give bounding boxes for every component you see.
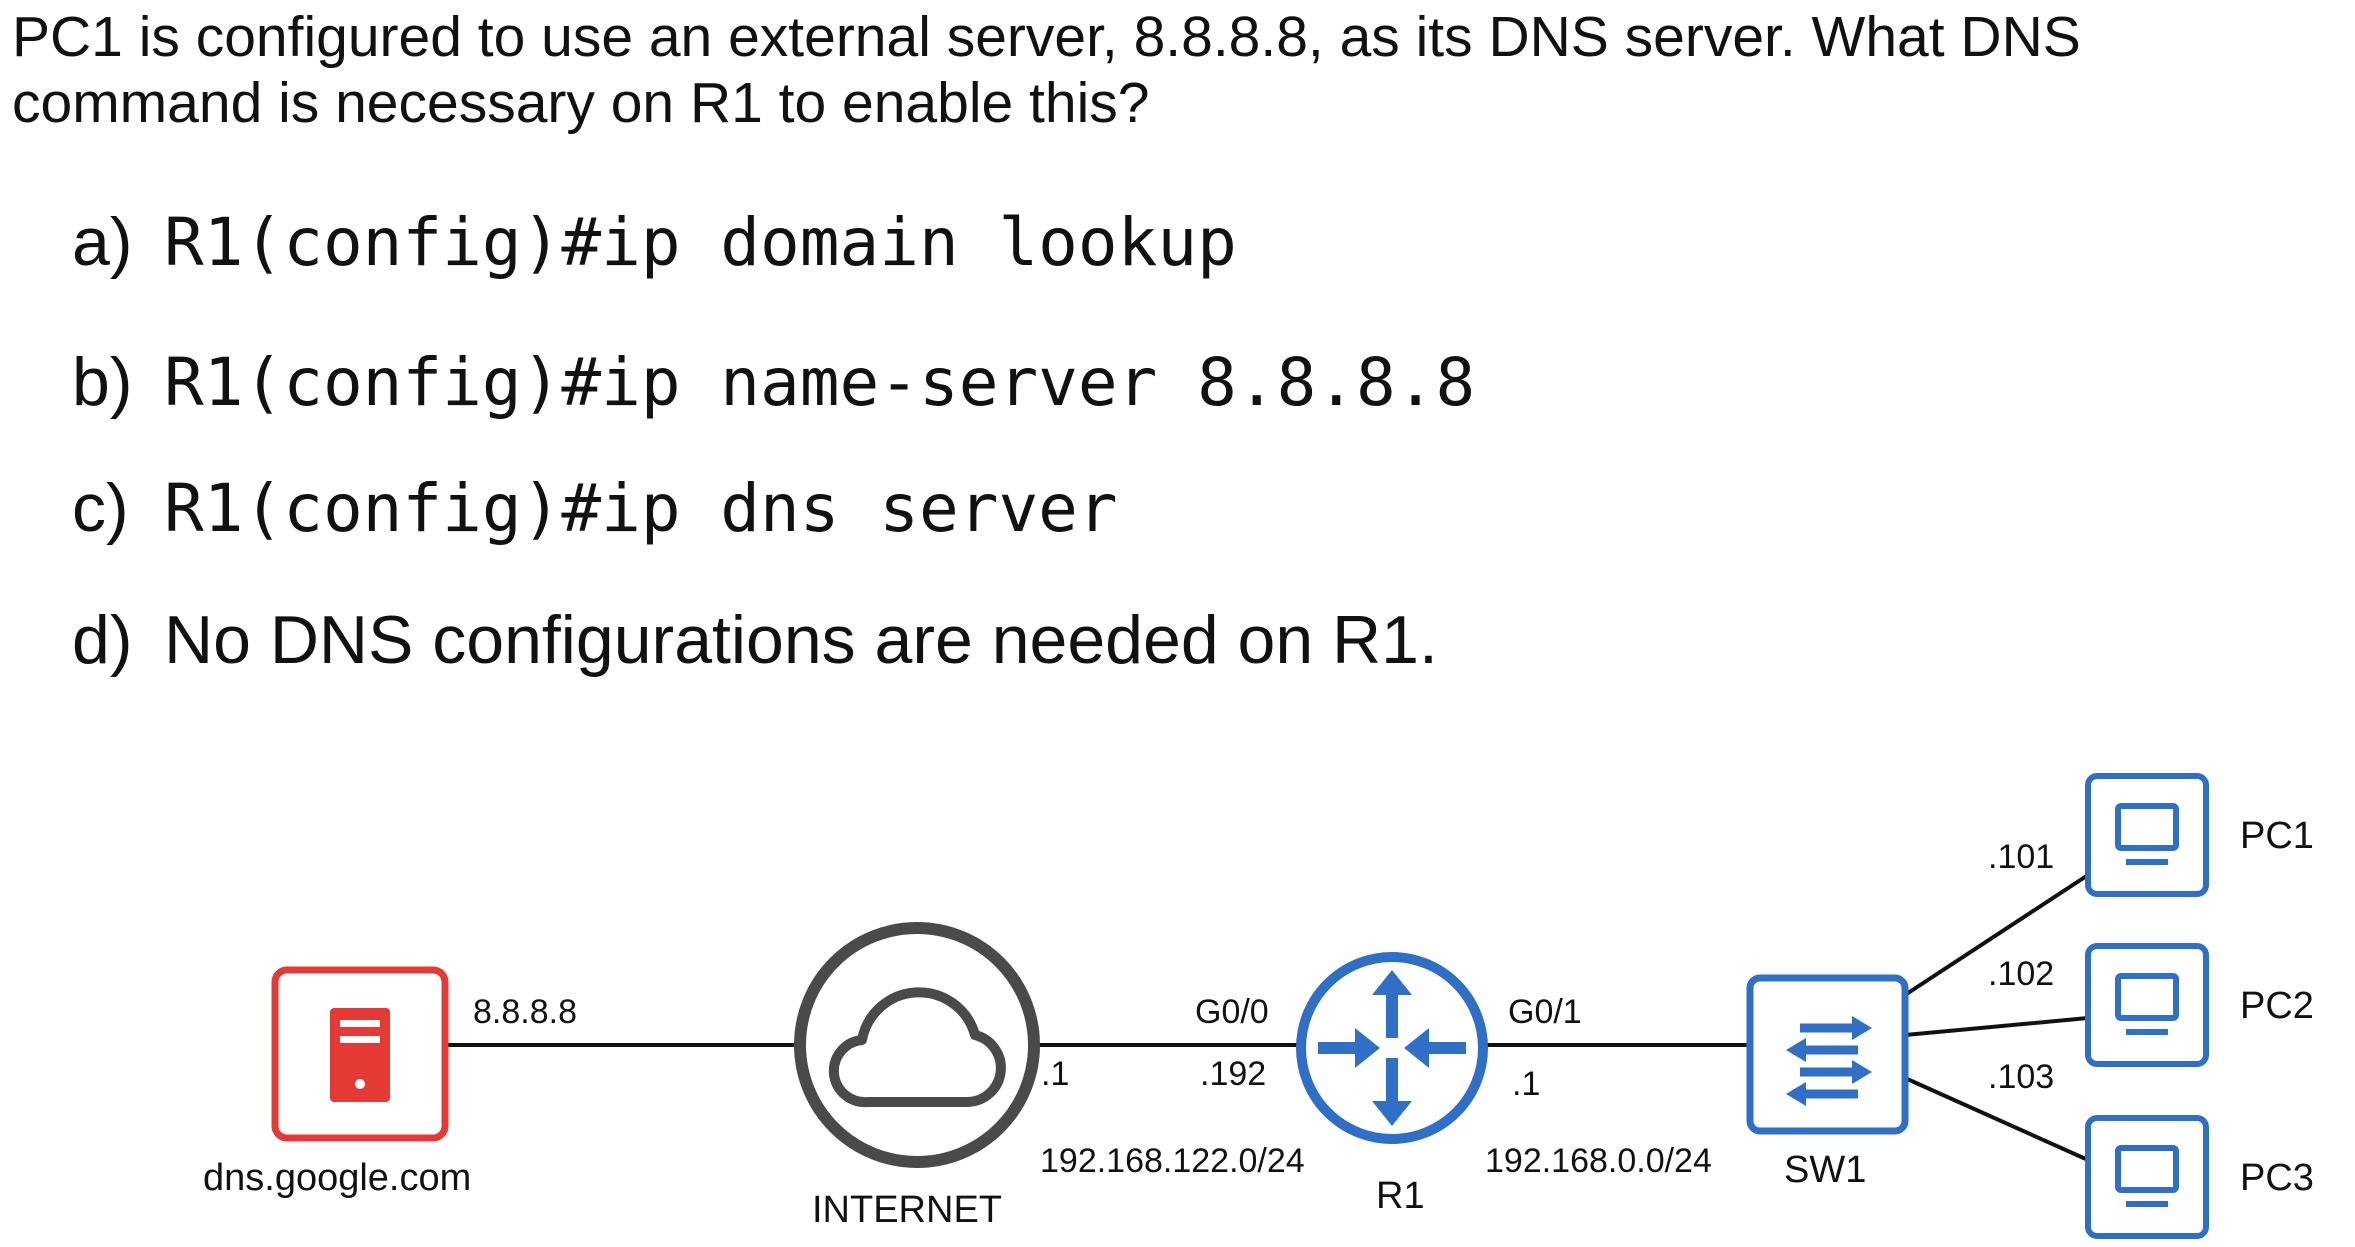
dns-server-label: dns.google.com: [203, 1157, 471, 1199]
pc1-frame: [2085, 773, 2209, 897]
pc1-label: PC1: [2240, 815, 2314, 857]
option-b[interactable]: b) R1(config)#ip name-server 8.8.8.8: [72, 342, 1475, 423]
option-c-letter: c): [72, 470, 129, 546]
router-ring: [1296, 952, 1488, 1144]
pc3-ip-label: .103: [1988, 1058, 2054, 1096]
sw1-label: SW1: [1784, 1149, 1866, 1191]
r1-g00-ip-label: .192: [1200, 1055, 1266, 1093]
pc3-frame: [2085, 1115, 2209, 1239]
internet-ring: [794, 922, 1040, 1168]
server-icon: [330, 1008, 390, 1102]
option-c-text: R1(config)#ip dns server: [164, 470, 1118, 547]
link-sw1-pc1: [1903, 873, 2090, 997]
pc3-label: PC3: [2240, 1157, 2314, 1199]
links: [448, 873, 2090, 1162]
lan-subnet-label: 192.168.0.0/24: [1485, 1142, 1712, 1180]
option-c[interactable]: c) R1(config)#ip dns server: [72, 468, 1118, 549]
r1-g01-label: G0/1: [1508, 993, 1582, 1031]
internet-node: [794, 922, 1040, 1168]
pc-icon: [2115, 973, 2179, 1035]
option-a[interactable]: a) R1(config)#ip domain lookup: [72, 202, 1237, 283]
dns-server-node: [271, 966, 449, 1142]
pc-icon: [2115, 803, 2179, 865]
internet-label: INTERNET: [812, 1189, 1002, 1231]
dns-ip-label: 8.8.8.8: [473, 993, 577, 1031]
pc1-node: [2085, 773, 2209, 897]
option-b-text: R1(config)#ip name-server 8.8.8.8: [164, 344, 1476, 421]
r1-node: [1296, 952, 1488, 1144]
pc1-ip-label: .101: [1988, 838, 2054, 876]
r1-label: R1: [1376, 1175, 1425, 1217]
option-d-letter: d): [72, 602, 133, 678]
option-a-text: R1(config)#ip domain lookup: [164, 204, 1237, 281]
option-a-letter: a): [72, 204, 133, 280]
option-d-text: No DNS configurations are needed on R1.: [164, 602, 1438, 678]
internet-ip-label: .1: [1041, 1055, 1069, 1093]
switch-icon: [1786, 1016, 1872, 1106]
pc2-ip-label: .102: [1988, 955, 2054, 993]
link-sw1-pc2: [1904, 1016, 2089, 1037]
pc2-node: [2085, 943, 2209, 1067]
sw1-node: [1746, 974, 1909, 1135]
option-d[interactable]: d) No DNS configurations are needed on R1…: [72, 600, 1438, 680]
router-icon: [1318, 970, 1466, 1126]
pc3-node: [2085, 1115, 2209, 1239]
cloud-icon: [828, 987, 1006, 1108]
wan-subnet-label: 192.168.122.0/24: [1040, 1142, 1305, 1180]
pc-icon: [2115, 1145, 2179, 1207]
r1-g00-label: G0/0: [1195, 993, 1269, 1031]
r1-g01-ip-label: .1: [1512, 1065, 1540, 1103]
pc2-label: PC2: [2240, 985, 2314, 1027]
pc2-frame: [2085, 943, 2209, 1067]
link-sw1-pc3: [1904, 1076, 2089, 1162]
option-b-letter: b): [72, 344, 133, 420]
question-text: PC1 is configured to use an external ser…: [12, 5, 2081, 135]
